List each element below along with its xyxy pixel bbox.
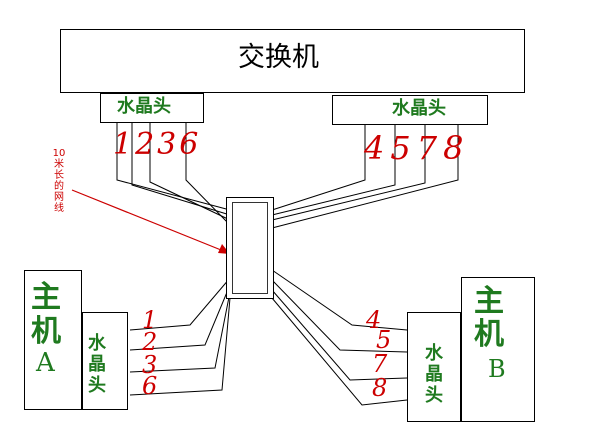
host-b-pin-4: 4: [366, 306, 382, 334]
switch-connector-left-label: 水晶头: [117, 96, 171, 117]
wire-switch-left-3: [149, 122, 231, 221]
host-a-pin-3: 3: [142, 351, 158, 379]
switch-label: 交换机: [238, 42, 319, 73]
switch-box: [60, 29, 525, 93]
host-a-label-3: A: [36, 348, 55, 378]
host-b-label-1: 主: [474, 284, 504, 319]
host-b-label-3: B: [488, 355, 506, 383]
host-b-pin-7: 7: [372, 350, 388, 378]
annotation-char: 长: [54, 170, 64, 181]
host-b-box: [461, 277, 535, 422]
wire-host-b-8: [271, 297, 408, 406]
host-a-connector: [82, 312, 128, 410]
host-b-label-2: 机: [474, 317, 504, 352]
switch-connector-left: [100, 93, 204, 123]
wire-switch-left-6: [185, 122, 231, 226]
switch-right-pin-numbers: 4578: [364, 129, 470, 167]
host-a-pin-2: 2: [142, 328, 158, 356]
host-a-connector-label: 水晶头: [88, 333, 110, 396]
host-b-connector-label: 水晶头: [425, 343, 447, 406]
host-b-connector-text: 水晶头: [425, 343, 443, 406]
wire-switch-right-8: [271, 125, 459, 229]
wire-switch-right-7: [271, 125, 426, 221]
host-a-label-2: 机: [31, 314, 61, 349]
switch-left-pin-numbers: 1236: [113, 127, 202, 162]
wire-host-a-3: [129, 291, 231, 373]
cable-length-annotation: 10 米 长 的 网 线: [48, 148, 70, 214]
host-a-label-1: 主: [31, 280, 61, 315]
host-b-connector: [407, 312, 461, 422]
host-a-box: [24, 270, 82, 410]
wire-host-b-5: [271, 279, 408, 353]
annotation-arrow-line: [71, 189, 227, 253]
wire-host-a-6: [129, 297, 231, 396]
switch-connector-right: [332, 95, 488, 125]
wire-switch-right-4: [271, 125, 366, 211]
switch-connector-right-label: 水晶头: [392, 98, 446, 119]
host-b-pin-8: 8: [372, 374, 388, 402]
wire-host-a-2: [129, 284, 231, 351]
annotation-char: 线: [54, 203, 64, 214]
wire-host-a-1: [129, 277, 231, 331]
host-a-pin-1: 1: [142, 306, 158, 334]
annotation-char: 10: [52, 148, 66, 159]
annotation-char: 米: [54, 159, 64, 170]
cable-coupler-inner: [232, 202, 268, 294]
host-b-pin-5: 5: [376, 326, 392, 354]
annotation-char: 网: [54, 192, 64, 203]
wire-host-b-4: [271, 269, 408, 331]
host-a-connector-text: 水晶头: [88, 333, 106, 396]
wire-host-b-7: [271, 289, 408, 381]
annotation-char: 的: [54, 181, 64, 192]
host-a-pin-6: 6: [142, 372, 158, 400]
wire-switch-left-1: [116, 122, 231, 211]
wire-switch-right-5: [271, 125, 396, 216]
